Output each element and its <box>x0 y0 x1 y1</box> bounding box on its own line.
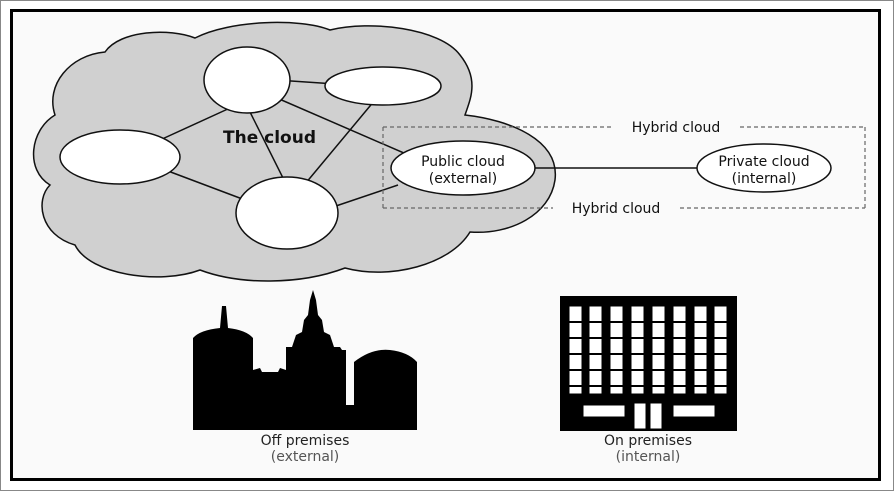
office-building-icon <box>560 296 737 431</box>
cloud-node-left <box>59 129 181 185</box>
cloud-label: The cloud <box>223 128 316 148</box>
cloud-node-right <box>324 66 442 106</box>
on-premises-label: On premises <box>604 433 692 449</box>
hybrid-cloud-box <box>382 126 866 209</box>
public-cloud-label: Public cloud <box>421 154 505 170</box>
private-cloud-sublabel: (internal) <box>732 171 797 187</box>
city-skyline-icon <box>193 290 417 430</box>
public-cloud-sublabel: (external) <box>429 171 498 187</box>
cloud-node-top <box>203 46 291 114</box>
cloud-connections <box>159 77 700 209</box>
hybrid-cloud-label-bottom: Hybrid cloud <box>572 201 661 217</box>
public-cloud-node <box>390 140 536 196</box>
private-cloud-node <box>696 143 832 193</box>
off-premises-sublabel: (external) <box>271 449 340 465</box>
off-premises-label: Off premises <box>261 433 350 449</box>
cloud-node-bottom <box>235 176 339 250</box>
private-cloud-label: Private cloud <box>718 154 809 170</box>
hybrid-cloud-label-top: Hybrid cloud <box>632 120 721 136</box>
on-premises-sublabel: (internal) <box>616 449 681 465</box>
